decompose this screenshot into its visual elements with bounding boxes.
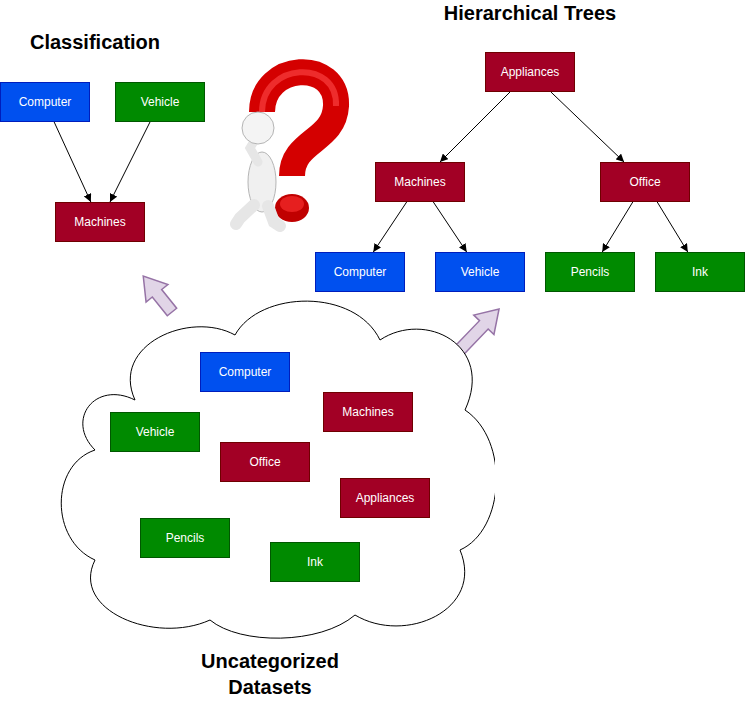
category-box: Office (600, 162, 690, 202)
cloud-shape (61, 301, 495, 638)
category-box: Office (220, 442, 310, 482)
box-label: Appliances (501, 65, 560, 79)
category-box: Ink (655, 252, 745, 292)
category-box: Machines (323, 392, 413, 432)
box-label: Vehicle (136, 425, 175, 439)
tree-connector (657, 202, 688, 252)
box-label: Ink (307, 555, 323, 569)
box-label: Machines (394, 175, 445, 189)
section-title: Classification (30, 30, 160, 54)
dataset-cloud: Uncategorized Datasets ComputerMachinesVe… (55, 290, 495, 700)
category-box: Computer (200, 352, 290, 392)
category-box: Machines (375, 162, 465, 202)
box-label: Pencils (571, 265, 610, 279)
tree-connector (551, 92, 624, 162)
category-box: Computer (0, 82, 90, 122)
tree-connector (110, 122, 150, 202)
category-box: Computer (315, 252, 405, 292)
box-label: Computer (334, 265, 387, 279)
category-box: Ink (270, 542, 360, 582)
thinking-figure (236, 72, 336, 226)
box-label: Office (629, 175, 660, 189)
cloud-caption: Uncategorized Datasets (165, 648, 375, 700)
category-box: Machines (55, 202, 145, 242)
box-label: Vehicle (141, 95, 180, 109)
box-label: Office (249, 455, 280, 469)
box-label: Pencils (166, 531, 205, 545)
flow-arrow (132, 267, 183, 320)
category-box: Vehicle (115, 82, 205, 122)
tree-connector (433, 202, 466, 252)
box-label: Computer (219, 365, 272, 379)
box-label: Appliances (356, 491, 415, 505)
box-label: Computer (19, 95, 72, 109)
box-label: Vehicle (461, 265, 500, 279)
category-box: Appliances (340, 478, 430, 518)
category-box: Vehicle (110, 412, 200, 452)
box-label: Machines (342, 405, 393, 419)
section-title: Hierarchical Trees (444, 1, 616, 25)
category-box: Pencils (140, 518, 230, 558)
tree-connector (440, 92, 510, 162)
category-box: Pencils (545, 252, 635, 292)
category-box: Vehicle (435, 252, 525, 292)
tree-connector (373, 202, 406, 252)
tree-connector (54, 122, 91, 202)
box-label: Machines (74, 215, 125, 229)
tree-connector (602, 202, 633, 252)
category-box: Appliances (485, 52, 575, 92)
box-label: Ink (692, 265, 708, 279)
